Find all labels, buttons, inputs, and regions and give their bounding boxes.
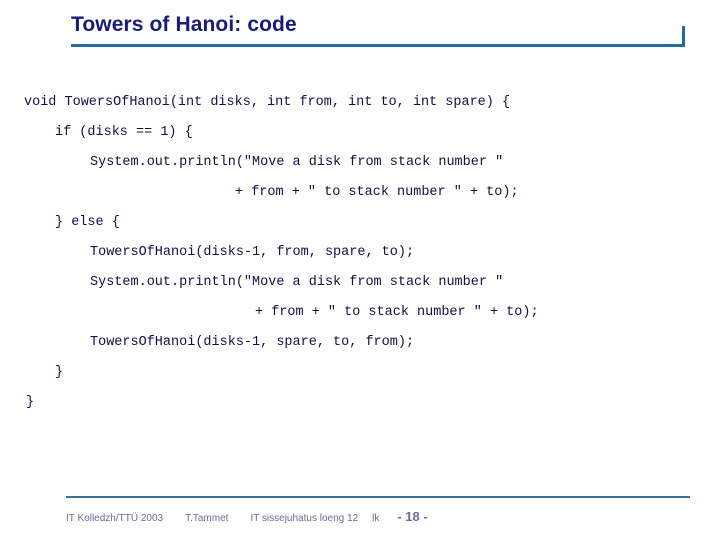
code-line: + from + " to stack number " + to); bbox=[0, 178, 720, 208]
code-line: void TowersOfHanoi(int disks, int from, … bbox=[0, 88, 720, 118]
code-line-text: TowersOfHanoi(disks-1, from, spare, to); bbox=[90, 245, 415, 260]
code-line-text: System.out.println("Move a disk from sta… bbox=[90, 275, 504, 290]
footer-page-number: - 18 - bbox=[397, 509, 428, 524]
code-line-text: + from + " to stack number " + to); bbox=[255, 305, 539, 320]
footer-institution: IT Kolledzh/TTÜ 2003 bbox=[66, 513, 164, 524]
code-line-text: System.out.println("Move a disk from sta… bbox=[90, 155, 504, 170]
footer-author: T.Tammet bbox=[185, 513, 229, 524]
footer-rule bbox=[66, 496, 690, 498]
title-block: Towers of Hanoi: code bbox=[0, 0, 720, 60]
page-title: Towers of Hanoi: code bbox=[71, 13, 297, 36]
code-line: TowersOfHanoi(disks-1, from, spare, to); bbox=[0, 238, 720, 268]
code-line-text: TowersOfHanoi(disks-1, spare, to, from); bbox=[90, 335, 415, 350]
code-line-text: void TowersOfHanoi(int disks, int from, … bbox=[24, 95, 511, 110]
code-line-text: + from + " to stack number " + to); bbox=[235, 185, 519, 200]
code-listing: void TowersOfHanoi(int disks, int from, … bbox=[0, 88, 720, 418]
title-rule-end-tick bbox=[682, 26, 685, 47]
footer-page-label: lk bbox=[372, 513, 380, 524]
code-line: System.out.println("Move a disk from sta… bbox=[0, 148, 720, 178]
code-line: } bbox=[0, 358, 720, 388]
code-line-text: } bbox=[55, 365, 64, 380]
slide-footer: IT Kolledzh/TTÜ 2003 T.Tammet IT sisseju… bbox=[66, 509, 690, 529]
footer-course: IT sissejuhatus loeng 12 bbox=[250, 513, 359, 524]
code-line: TowersOfHanoi(disks-1, spare, to, from); bbox=[0, 328, 720, 358]
code-line: } else { bbox=[0, 208, 720, 238]
code-line: + from + " to stack number " + to); bbox=[0, 298, 720, 328]
title-underline-rule bbox=[71, 44, 685, 47]
code-line-text: if (disks == 1) { bbox=[55, 125, 193, 140]
code-line-text: } else { bbox=[55, 215, 120, 230]
code-line: System.out.println("Move a disk from sta… bbox=[0, 268, 720, 298]
code-line: if (disks == 1) { bbox=[0, 118, 720, 148]
code-line-text: } bbox=[26, 395, 35, 410]
code-line: } bbox=[0, 388, 720, 418]
